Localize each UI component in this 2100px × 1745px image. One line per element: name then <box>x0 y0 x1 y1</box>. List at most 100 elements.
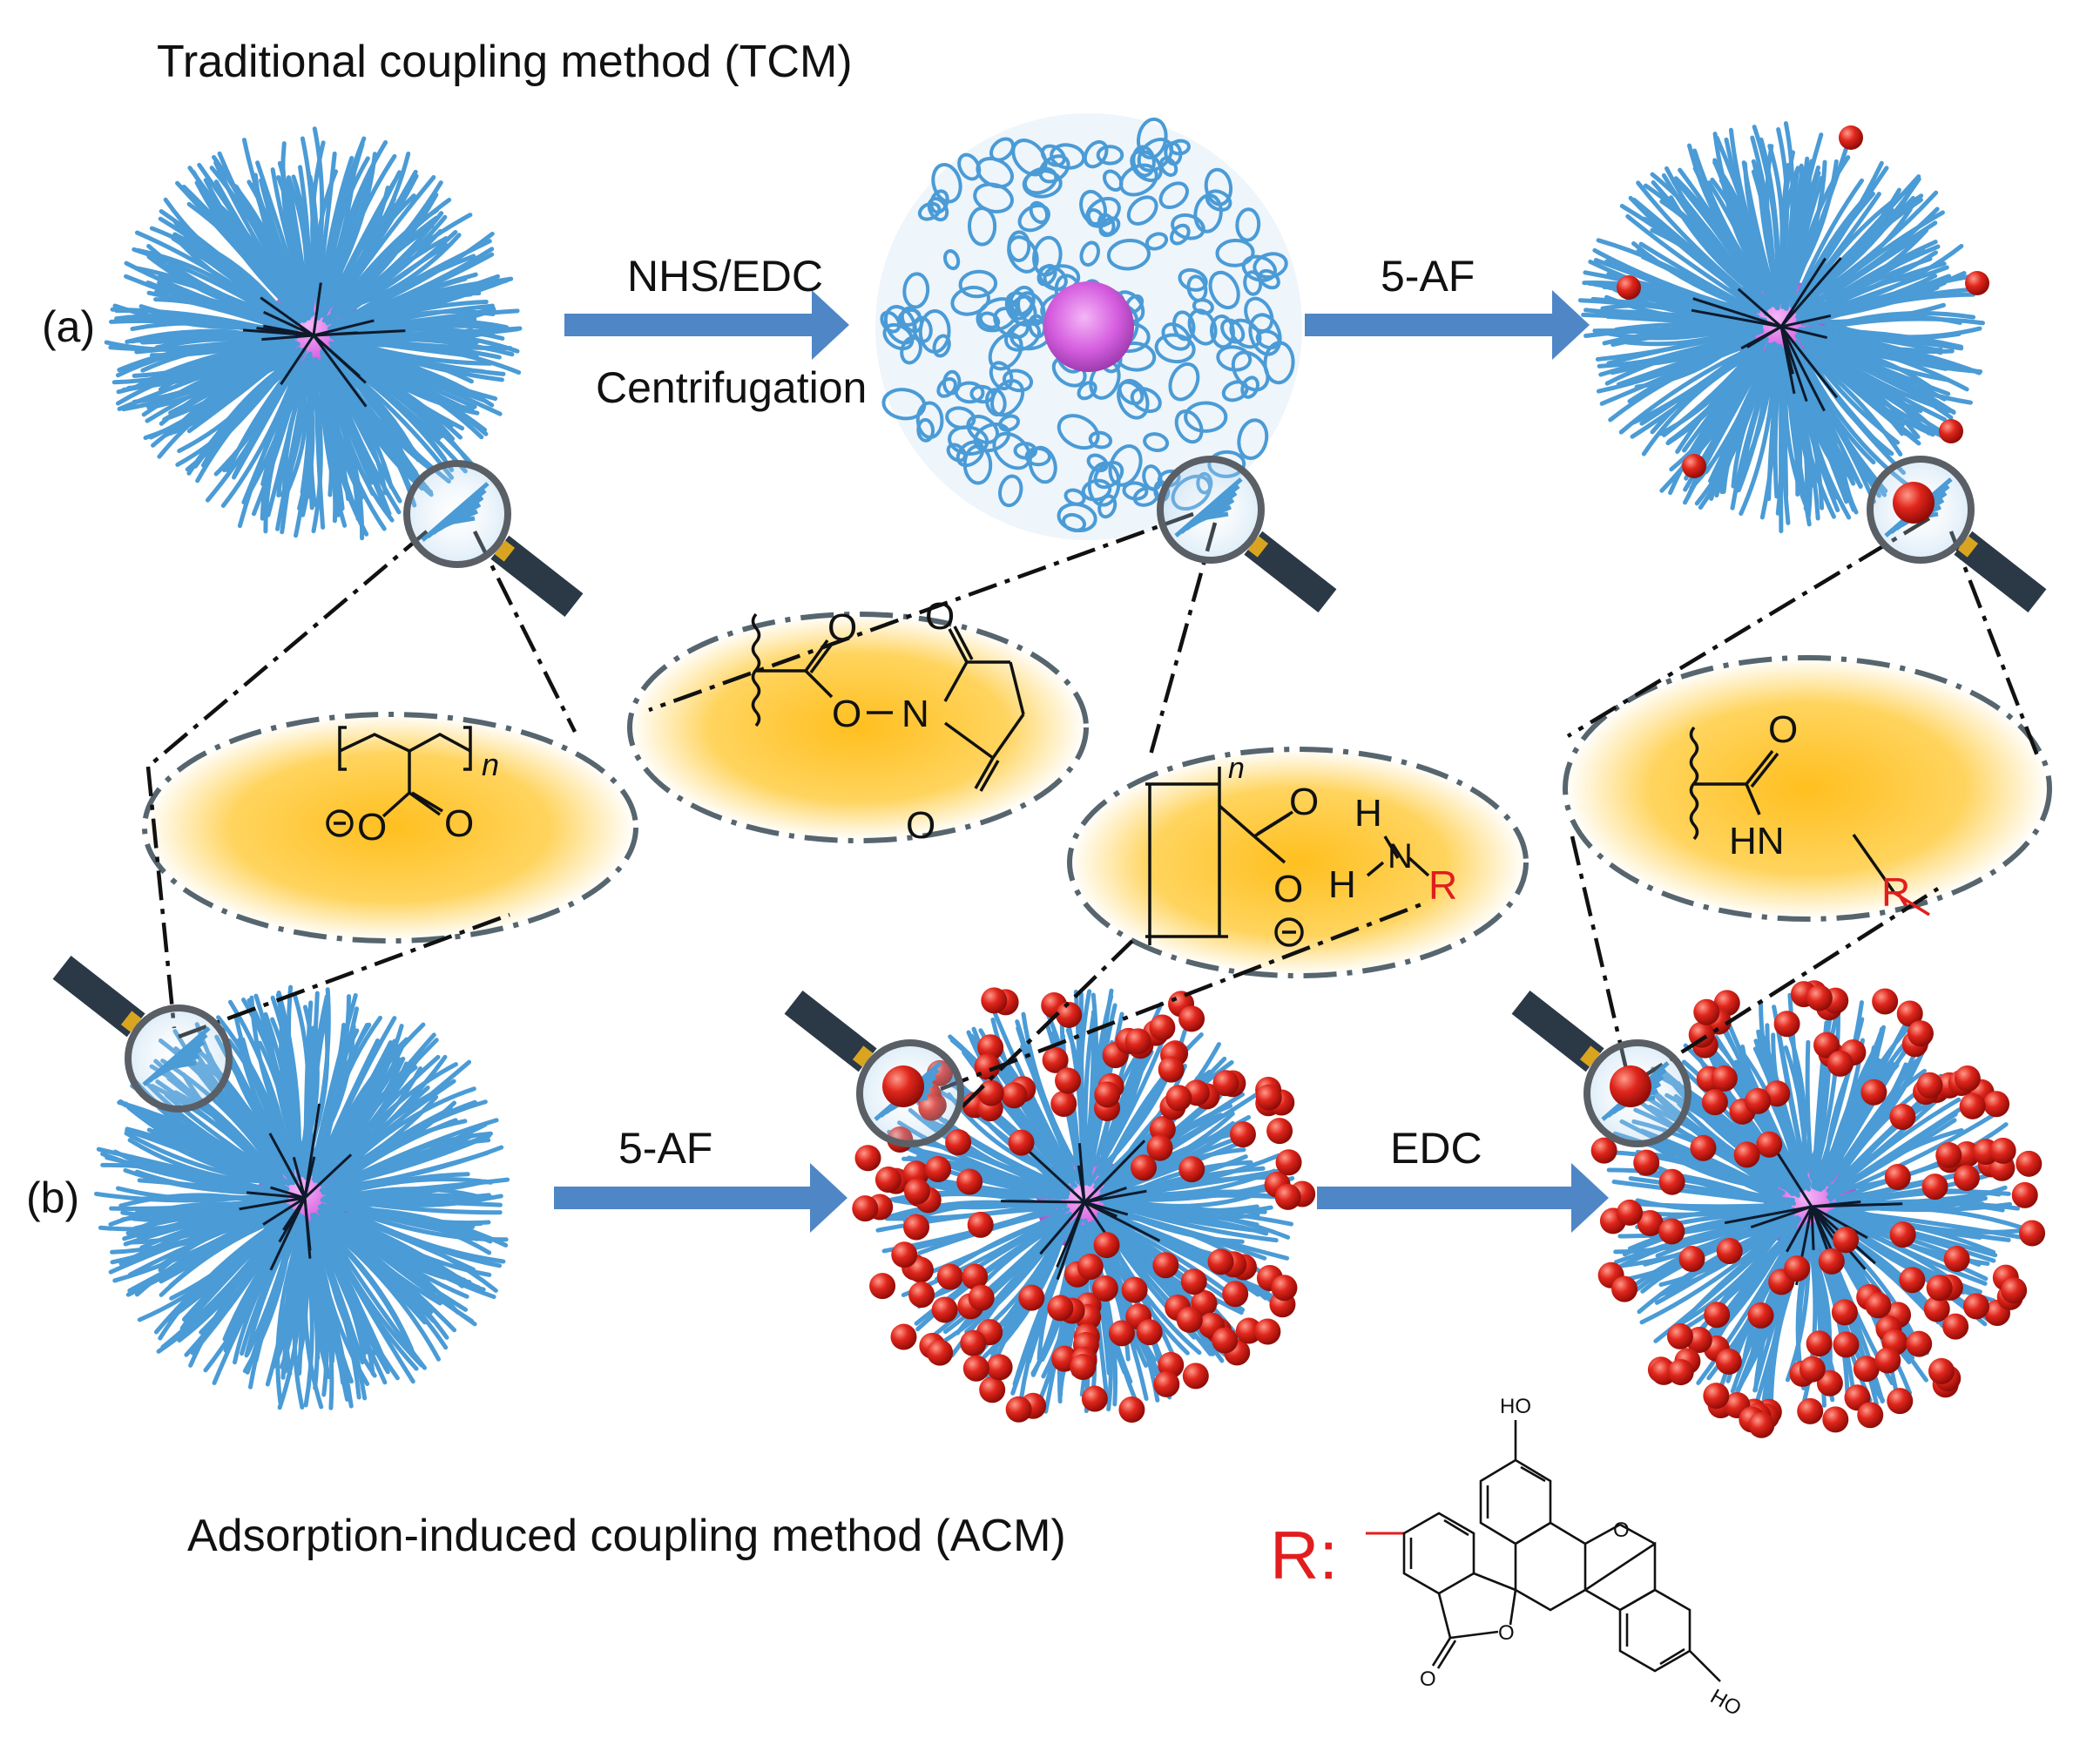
polymer-chain <box>324 365 394 490</box>
polymer-chain <box>1759 137 1781 311</box>
polymer-chain <box>321 1177 494 1201</box>
polymer-chain <box>1737 287 1782 328</box>
magnifier-collar <box>1247 536 1269 558</box>
step-label-edc: EDC <box>1390 1124 1482 1173</box>
dye-molecule <box>1748 1411 1775 1438</box>
polymer-chain <box>448 516 476 525</box>
polymer-chain <box>1750 1205 1813 1229</box>
dye-molecule <box>2001 1277 2028 1304</box>
particle-a1 <box>104 126 523 541</box>
dye-molecule <box>1152 1252 1179 1279</box>
polymer-chain <box>203 1225 288 1373</box>
polymer-chain <box>1610 328 1765 375</box>
dye-molecule <box>852 1195 879 1222</box>
polymer-chain <box>126 1199 280 1235</box>
polymer-chain <box>199 1221 286 1335</box>
polymer-chain <box>115 1186 281 1201</box>
crosslink-loop <box>1057 502 1097 532</box>
particle-b1 <box>93 984 510 1410</box>
fluorescein-ho: HO <box>1500 1395 1531 1418</box>
polymer-chain <box>1796 357 1847 479</box>
polymer-chain <box>1806 348 1901 445</box>
dye-molecule <box>1884 1163 1911 1190</box>
dye-molecule <box>1658 1168 1685 1195</box>
dye-molecule <box>903 1214 930 1241</box>
polymer-chain <box>1056 1201 1086 1268</box>
dye-molecule <box>903 1178 930 1205</box>
dye-molecule <box>1611 1275 1638 1302</box>
polymer-chain <box>162 343 298 423</box>
polymer-chain <box>1692 297 1782 328</box>
polymer-chain <box>1829 1058 1919 1182</box>
arrow-b2 <box>1317 1163 1609 1233</box>
polymer-chain <box>341 1197 491 1226</box>
dye-molecule <box>1212 1070 1239 1097</box>
polymer-chain <box>312 282 322 336</box>
crosslink-loop <box>1241 254 1278 282</box>
crosslink-loop <box>932 334 951 358</box>
arrow-b1 <box>554 1163 847 1233</box>
polymer-chain <box>321 1217 449 1340</box>
polymer-chain <box>286 984 307 1170</box>
polymer-chain <box>262 1196 306 1226</box>
magnifier-handle <box>52 955 145 1038</box>
polymer-chain <box>263 310 314 337</box>
dye-molecule <box>1703 1383 1730 1410</box>
polymer-chain <box>1623 287 1745 318</box>
dye-molecule <box>1229 1121 1256 1148</box>
fluorescein-ho: HO <box>1706 1685 1745 1721</box>
polymer-chain <box>1811 344 1954 440</box>
fluorescein-structure <box>1402 1420 1721 1682</box>
polymer-chain <box>1077 1165 1086 1203</box>
polymer-chain <box>1804 302 1946 324</box>
magnifier-rim <box>856 1039 964 1147</box>
crosslink-loop <box>1221 380 1249 402</box>
particle-a3 <box>1577 121 1989 534</box>
polymer-chain <box>312 335 368 408</box>
crosslink-loop <box>1255 329 1281 350</box>
polymer-chain <box>342 353 488 432</box>
polymer-chain <box>1104 1111 1235 1189</box>
polymer-chain <box>300 136 316 318</box>
dye-molecule <box>1745 1087 1772 1114</box>
dye-molecule <box>1959 1092 1986 1119</box>
dye-molecule <box>1146 1134 1173 1161</box>
polymer-chain <box>338 1204 506 1264</box>
dye-molecule <box>1733 1141 1760 1168</box>
crosslink-loop <box>1077 381 1097 401</box>
polymer-chain <box>1756 159 1781 300</box>
polymer-chain <box>1596 238 1751 316</box>
polymer-chain <box>1602 327 1759 346</box>
dye-molecule <box>1271 1275 1298 1302</box>
crosslink-loop <box>1029 200 1050 225</box>
polymer-chain <box>261 334 314 342</box>
crosslink-loop <box>927 197 949 222</box>
polymer-chain <box>1636 180 1766 310</box>
structure-adsorbed-amine <box>1145 767 1430 947</box>
polymer-chain <box>344 349 495 408</box>
polymer-chain <box>1777 121 1795 305</box>
dye-molecule <box>1799 1356 1826 1383</box>
dye-molecule <box>1756 1131 1783 1158</box>
crosslink-loop <box>902 272 930 309</box>
polymer-chain <box>1827 1063 1900 1187</box>
polymer-chain <box>1811 1201 1861 1208</box>
crosslink-loop <box>992 431 1032 470</box>
chem-label: N <box>901 693 929 735</box>
polymer-chain <box>1110 1192 1259 1208</box>
polymer-chain <box>320 1221 441 1362</box>
polymer-chain <box>327 1218 460 1315</box>
polymer-chain <box>1793 344 1888 493</box>
polymer-chain <box>345 303 495 334</box>
crosslink-loop <box>1010 294 1034 316</box>
step-label-centrifugation: Centrifugation <box>596 363 867 412</box>
amide-r-bond <box>1894 891 1930 916</box>
dye-molecule <box>2011 1181 2038 1208</box>
polymer-chain <box>321 136 367 308</box>
magnifier-handle <box>1511 990 1604 1072</box>
polymer-chain <box>1794 334 1948 441</box>
dye-molecule <box>931 1296 958 1323</box>
dye-molecule <box>874 1167 901 1194</box>
polymer-chain <box>246 1191 306 1200</box>
crosslink-loop <box>1106 238 1151 271</box>
